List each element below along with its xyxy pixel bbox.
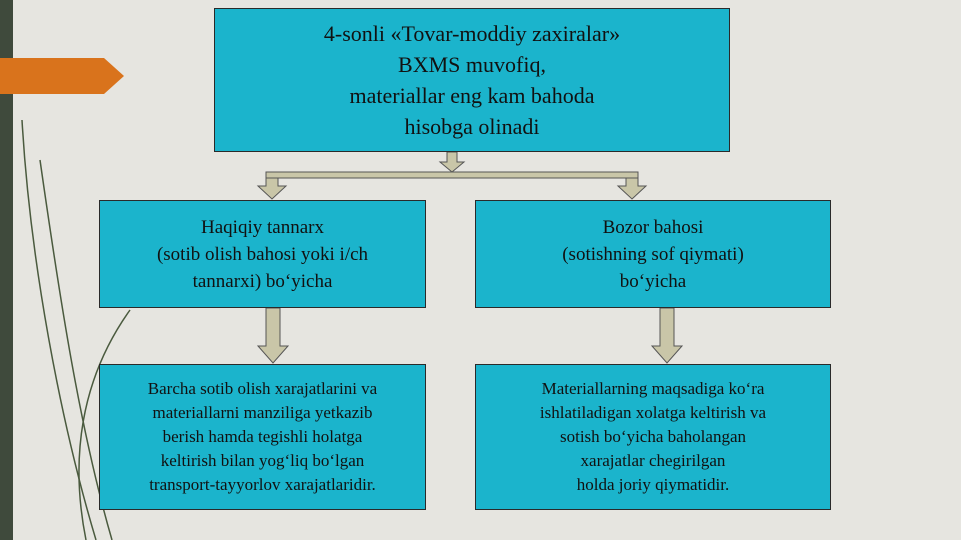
actual-cost-detail-line-5: transport-tayyorlov xarajatlaridir. xyxy=(149,475,376,494)
left-accent-bar xyxy=(0,0,13,540)
down-arrow-icon xyxy=(650,307,684,364)
orange-arrow-tab xyxy=(0,58,124,94)
market-price-line-1: Bozor bahosi xyxy=(602,216,704,238)
actual-cost-detail-line-2: materiallarni manziliga yetkazib xyxy=(152,403,373,422)
top-node-box: 4-sonli «Tovar-moddiy zaxiralar» BXMS mu… xyxy=(214,8,730,152)
market-price-detail-line-4: xarajatlar chegirilgan xyxy=(580,451,726,470)
market-price-line-2: (sotishning sof qiymati) xyxy=(562,243,744,265)
top-node-line-1: 4-sonli «Tovar-moddiy zaxiralar» xyxy=(323,21,621,46)
actual-cost-line-1: Haqiqiy tannarx xyxy=(201,216,324,238)
market-price-detail-line-3: sotish bo‘yicha baholangan xyxy=(559,427,746,446)
market-price-detail-line-5: holda joriy qiymatidir. xyxy=(576,475,730,494)
actual-cost-detail-line-4: keltirish bilan yog‘liq bo‘lgan xyxy=(160,451,365,470)
market-price-detail-box: Materiallarning maqsadiga ko‘ra ishlatil… xyxy=(475,364,831,510)
down-arrow-icon xyxy=(438,151,466,173)
actual-cost-detail-box: Barcha sotib olish xarajatlarini va mate… xyxy=(99,364,426,510)
down-arrow-icon xyxy=(256,307,290,364)
actual-cost-detail-line-3: berish hamda tegishli holatga xyxy=(162,427,363,446)
down-arrow-icon xyxy=(616,177,648,200)
actual-cost-detail-line-1: Barcha sotib olish xarajatlarini va xyxy=(147,379,378,398)
actual-cost-box: Haqiqiy tannarx (sotib olish bahosi yoki… xyxy=(99,200,426,308)
down-arrow-icon xyxy=(256,177,288,200)
horizontal-connector xyxy=(265,171,639,179)
top-node-line-2: BXMS muvofiq, xyxy=(398,52,546,77)
actual-cost-line-2: (sotib olish bahosi yoki i/ch xyxy=(156,243,369,265)
market-price-box: Bozor bahosi (sotishning sof qiymati) bo… xyxy=(475,200,831,308)
actual-cost-line-3: tannarxi) bo‘yicha xyxy=(192,270,333,292)
top-node-line-3: materiallar eng kam bahoda xyxy=(349,83,595,108)
market-price-detail-line-1: Materiallarning maqsadiga ko‘ra xyxy=(541,379,765,398)
market-price-line-3: bo‘yicha xyxy=(619,270,687,292)
top-node-line-4: hisobga olinadi xyxy=(404,114,540,139)
market-price-detail-line-2: ishlatiladigan xolatga keltirish va xyxy=(539,403,767,422)
